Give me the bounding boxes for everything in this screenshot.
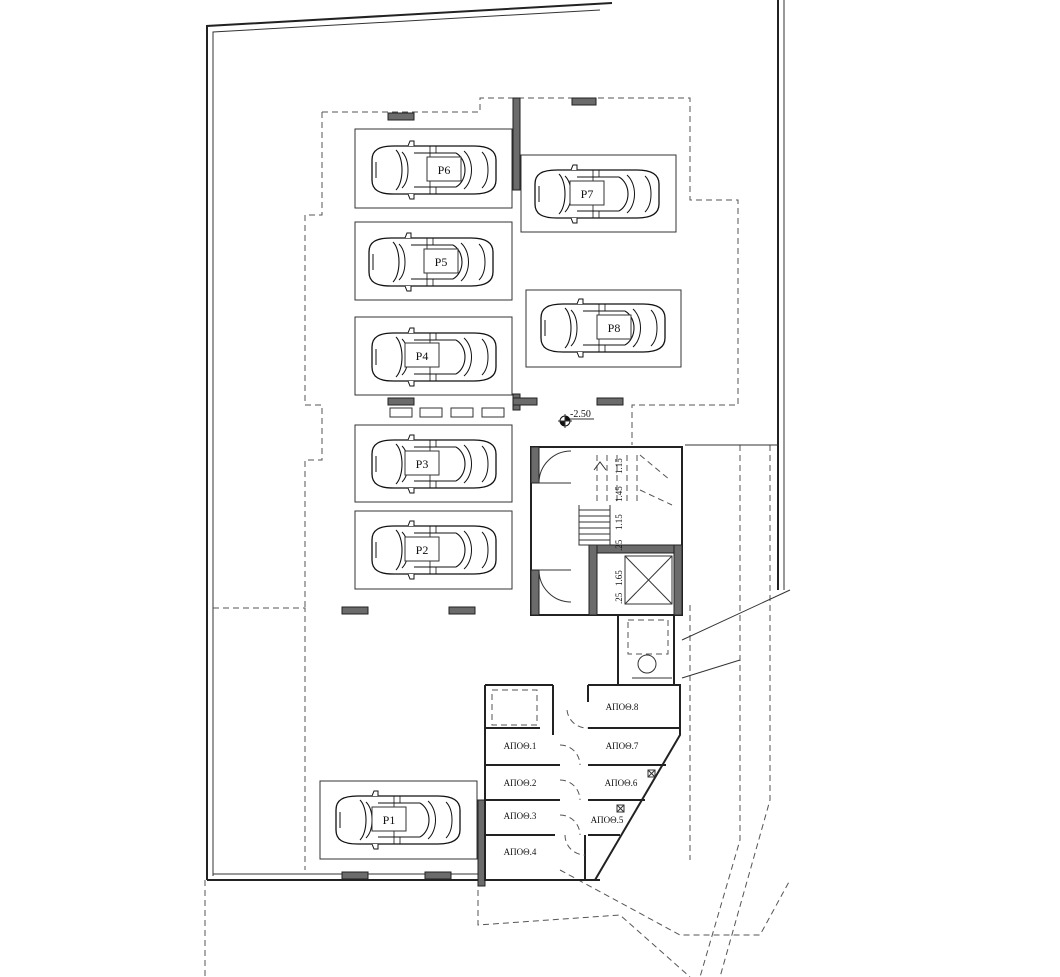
stair-dimension: .25 (614, 539, 624, 551)
storage-block: ΑΠΟΘ.1 ΑΠΟΘ.2 ΑΠΟΘ.3 ΑΠΟΘ.4 ΑΠΟΘ.5 ΑΠΟΘ.… (484, 684, 681, 881)
parking-bay-p8: P8 (525, 289, 682, 368)
structural-columns (341, 97, 624, 887)
parking-label: P7 (581, 187, 594, 201)
parking-bay-p7: P7 (520, 154, 677, 233)
stair-dimension: 1.15 (614, 458, 624, 474)
parking-bay-p6: P6 (354, 128, 513, 209)
parking-label: P6 (438, 163, 451, 177)
parking-label: P8 (608, 321, 621, 335)
storage-label: ΑΠΟΘ.5 (591, 815, 624, 825)
storage-label: ΑΠΟΘ.2 (504, 778, 537, 788)
parking-label: P5 (435, 255, 448, 269)
corridor (617, 615, 675, 685)
parking-bay-p3: P3 (354, 424, 513, 503)
storage-label: ΑΠΟΘ.7 (606, 741, 639, 751)
parking-label: P4 (416, 349, 429, 363)
parking-label: P1 (383, 813, 396, 827)
stair-dimension: 1.15 (614, 514, 624, 530)
level-marker-text: -2.50 (570, 409, 591, 420)
parking-outline (204, 97, 791, 977)
parking-label: P2 (416, 543, 429, 557)
stair-dimension: 1.65 (614, 570, 624, 586)
site-boundary (206, 0, 785, 881)
storage-label: ΑΠΟΘ.3 (504, 811, 537, 821)
storage-label: ΑΠΟΘ.6 (605, 778, 638, 788)
storage-label: ΑΠΟΘ.8 (606, 702, 639, 712)
parking-bay-p5: P5 (354, 221, 513, 301)
stair-dimension: 1.45 (614, 486, 624, 502)
storage-label: ΑΠΟΘ.1 (504, 741, 537, 751)
parking-bay-p1: P1 (319, 780, 478, 860)
parking-label: P3 (416, 457, 429, 471)
level-marker: -2.50 (558, 409, 594, 428)
storage-label: ΑΠΟΘ.4 (504, 847, 537, 857)
stair-core: 1.15 1.45 1.15 .25 1.65 .25 (530, 446, 683, 616)
parking-bay-p4: P4 (354, 316, 513, 396)
parking-bay-p2: P2 (354, 510, 513, 590)
stair-dimension: .25 (614, 592, 624, 604)
